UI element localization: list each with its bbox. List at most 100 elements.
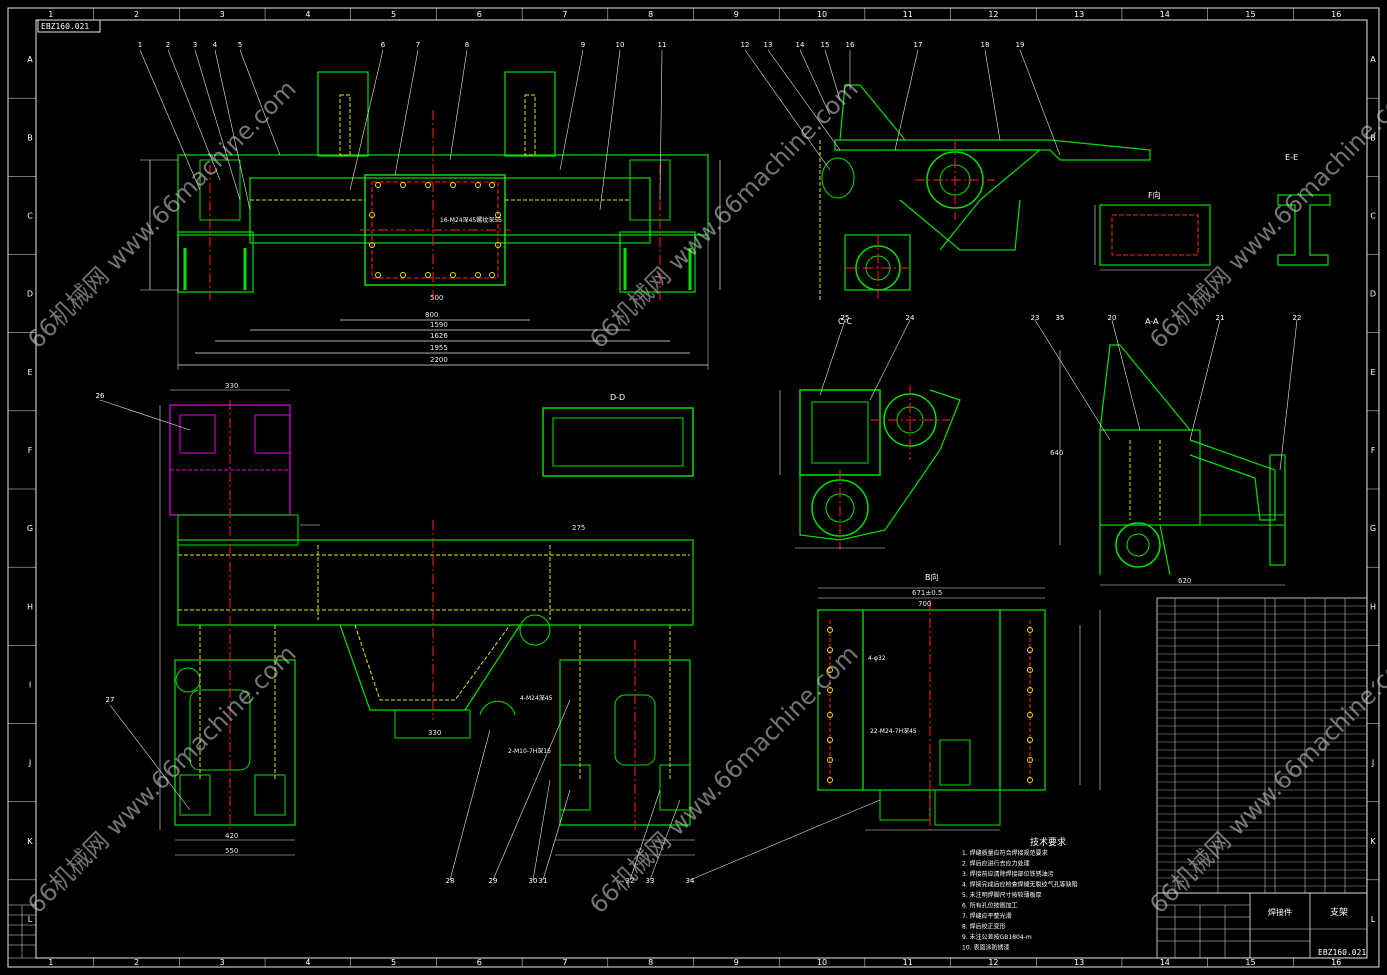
bolt-hole	[489, 272, 495, 278]
tech-note: 2. 焊后应进行去应力处理	[962, 860, 1030, 868]
title-e: E-E	[1285, 153, 1298, 162]
dim-330: 330	[225, 382, 238, 390]
dim-1626: 1626	[430, 332, 448, 340]
tech-note: 6. 所有孔位按图加工	[962, 902, 1018, 910]
dim-800: 800	[425, 311, 438, 319]
balloon-number: 15	[821, 41, 830, 49]
bolt-hole	[400, 182, 406, 188]
row-letter: G	[27, 524, 33, 533]
bolt-hole	[827, 737, 833, 743]
column-number: 13	[1074, 10, 1084, 19]
hole-note-2: 4-M24深45	[520, 694, 553, 702]
balloon-number: 35	[1056, 314, 1065, 322]
title-dd: D-D	[610, 393, 625, 402]
bolt-hole	[1027, 667, 1033, 673]
row-letter: I	[1372, 680, 1374, 689]
view-b-holes	[827, 627, 1033, 783]
column-number: 7	[562, 958, 567, 967]
section-cc	[779, 385, 961, 550]
balloon-number: 21	[1216, 314, 1225, 322]
balloon-number: 7	[416, 41, 420, 49]
dim-620: 620	[1178, 577, 1191, 585]
row-letter: J	[28, 759, 31, 768]
dim-640: 640	[1050, 449, 1063, 457]
column-number: 16	[1331, 10, 1341, 19]
hole-note-1: 16-M24深45螺纹深55	[440, 216, 502, 224]
view-e	[1277, 194, 1331, 266]
balloon-number: 13	[764, 41, 773, 49]
tech-note: 10. 表面涂防锈漆	[962, 944, 1009, 952]
bolt-hole	[425, 182, 431, 188]
hole-note-5: 4-φ32	[868, 655, 886, 662]
dim-500: 500	[430, 294, 443, 302]
bolt-hole	[489, 182, 495, 188]
balloon-number: 5	[238, 41, 242, 49]
front-view-holes	[369, 182, 501, 278]
section-dd	[542, 407, 694, 477]
dim-1955: 1955	[430, 344, 448, 352]
bolt-hole	[1027, 627, 1033, 633]
tech-note: 5. 未注明焊脚尺寸按较薄板厚	[962, 891, 1042, 899]
revision-table	[7, 904, 37, 959]
dim-671: 671±0.5	[912, 589, 942, 597]
row-letter: D	[1370, 290, 1376, 299]
dim-700: 700	[918, 600, 931, 608]
column-number: 15	[1245, 958, 1255, 967]
column-number: 1	[48, 10, 53, 19]
column-number: 9	[734, 10, 739, 19]
column-number: 12	[988, 958, 998, 967]
balloon-number: 19	[1016, 41, 1025, 49]
row-letter: B	[1370, 133, 1376, 142]
front-view	[140, 71, 721, 370]
tech-note: 4. 焊接完成后应检查焊缝无裂纹气孔等缺陷	[962, 881, 1078, 889]
balloon-number: 18	[981, 41, 990, 49]
column-number: 1	[48, 958, 53, 967]
column-number: 2	[134, 958, 139, 967]
row-letter: C	[1370, 211, 1376, 220]
bolt-hole	[450, 272, 456, 278]
balloon-number: 23	[1031, 314, 1040, 322]
balloon-number: 26	[96, 392, 105, 400]
column-number: 3	[220, 958, 225, 967]
row-letter: D	[27, 290, 33, 299]
balloon-number: 1	[138, 41, 142, 49]
column-number: 5	[391, 958, 396, 967]
dim-total-width: 2200	[430, 356, 448, 364]
column-number: 3	[220, 10, 225, 19]
row-letter: K	[27, 837, 33, 846]
column-number: 10	[817, 958, 827, 967]
row-letter: G	[1370, 524, 1376, 533]
column-number: 13	[1074, 958, 1084, 967]
balloon-number: 27	[106, 696, 115, 704]
row-letter: E	[27, 368, 32, 377]
tech-note: 9. 未注公差按GB1804-m	[962, 933, 1032, 941]
row-letter: J	[1371, 759, 1374, 768]
row-letter: F	[1371, 446, 1376, 455]
balloon-number: 14	[796, 41, 805, 49]
balloon-number: 3	[193, 41, 197, 49]
balloon-number: 31	[539, 877, 548, 885]
balloon-number: 34	[686, 877, 695, 885]
balloon-number: 25	[841, 314, 850, 322]
column-number: 12	[988, 10, 998, 19]
bolt-hole	[375, 272, 381, 278]
bolt-hole	[1027, 757, 1033, 763]
leader-lines	[99, 49, 1298, 881]
bolt-hole	[425, 272, 431, 278]
row-letter: B	[27, 133, 33, 142]
column-number: 6	[477, 958, 482, 967]
column-number: 8	[648, 958, 653, 967]
bolt-hole	[495, 212, 501, 218]
column-number: 14	[1160, 958, 1170, 967]
bolt-hole	[495, 242, 501, 248]
title-aa: A-A	[1145, 317, 1159, 326]
row-letter: C	[27, 211, 33, 220]
parts-list	[1156, 597, 1368, 894]
row-letter: H	[27, 602, 33, 611]
inner-border	[35, 19, 1368, 959]
